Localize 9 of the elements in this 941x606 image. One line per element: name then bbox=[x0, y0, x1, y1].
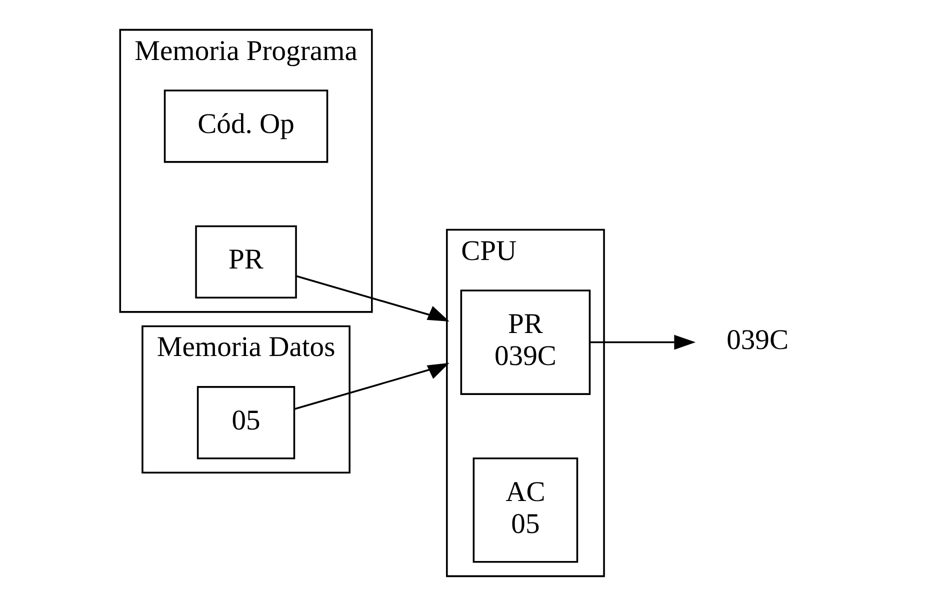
node-box: Cód. Op bbox=[163, 90, 328, 163]
node-text: 039C bbox=[726, 325, 788, 356]
arrow bbox=[590, 334, 696, 350]
arrow bbox=[296, 275, 449, 322]
arrow bbox=[294, 362, 449, 410]
node-box: PR bbox=[194, 225, 296, 299]
node-box: AC 05 bbox=[472, 457, 578, 563]
node-box: PR 039C bbox=[460, 290, 590, 395]
node-box: 05 bbox=[196, 386, 295, 460]
